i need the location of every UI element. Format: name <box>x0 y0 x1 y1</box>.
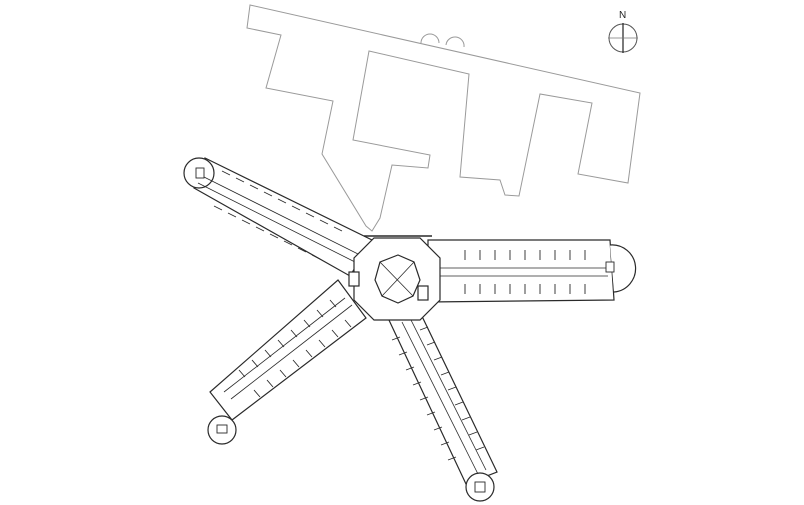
north-label: N <box>619 10 626 21</box>
wing-southwest <box>207 279 367 445</box>
wing-northwest <box>183 157 373 277</box>
north-arrow: N <box>608 10 638 53</box>
existing-building-outline <box>246 4 641 232</box>
wing-east <box>427 239 637 303</box>
central-hub <box>348 235 441 321</box>
wing-south <box>387 307 498 502</box>
prison-wings <box>183 157 637 502</box>
